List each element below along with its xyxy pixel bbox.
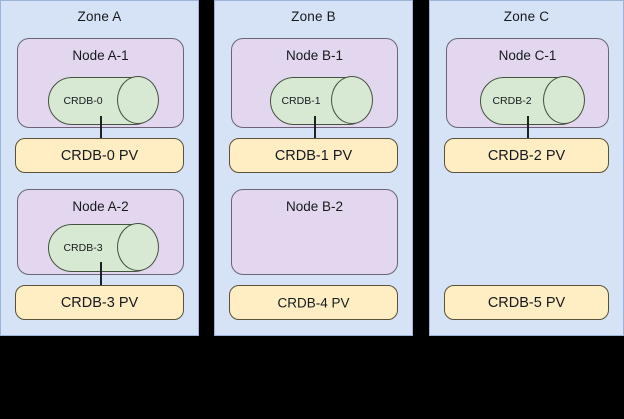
pv-crdb-2[interactable]: CRDB-2 PV	[444, 138, 609, 173]
pod-crdb-0[interactable]: CRDB-0	[48, 76, 159, 125]
node-a-1[interactable]: Node A-1 CRDB-0	[17, 38, 184, 128]
pv-crdb-3-label: CRDB-3 PV	[60, 294, 139, 311]
node-b-1-title: Node B-1	[285, 48, 344, 63]
node-c-1-title: Node C-1	[498, 48, 557, 63]
node-b-2[interactable]: Node B-2	[231, 189, 398, 275]
pv-crdb-1-label: CRDB-1 PV	[274, 147, 353, 164]
zone-b-title: Zone B	[291, 9, 336, 24]
pod-crdb-1-label: CRDB-1	[281, 95, 321, 107]
zone-b[interactable]: Zone B Node B-1 CRDB-1 CRDB-1 PV Node B-…	[214, 0, 413, 336]
pv-crdb-5[interactable]: CRDB-5 PV	[444, 285, 609, 320]
pv-crdb-3[interactable]: CRDB-3 PV	[15, 285, 184, 320]
pv-crdb-4[interactable]: CRDB-4 PV	[229, 285, 398, 320]
zone-a[interactable]: Zone A Node A-1 CRDB-0 CRDB-0 PV Node A-…	[0, 0, 199, 336]
pv-crdb-1[interactable]: CRDB-1 PV	[229, 138, 398, 173]
pod-crdb-0-label: CRDB-0	[63, 95, 103, 107]
connector-crdb-3	[100, 262, 102, 288]
pv-crdb-0-label: CRDB-0 PV	[60, 147, 139, 164]
pv-crdb-2-label: CRDB-2 PV	[487, 147, 566, 164]
pv-crdb-4-label: CRDB-4 PV	[277, 295, 350, 310]
node-c-1[interactable]: Node C-1 CRDB-2	[446, 38, 609, 128]
node-a-1-title: Node A-1	[72, 48, 129, 63]
zone-c-title: Zone C	[503, 9, 550, 24]
node-a-2[interactable]: Node A-2 CRDB-3	[17, 189, 184, 275]
pod-crdb-2-label: CRDB-2	[492, 95, 532, 107]
pod-crdb-2[interactable]: CRDB-2	[480, 76, 585, 125]
node-b-1[interactable]: Node B-1 CRDB-1	[231, 38, 398, 128]
pod-crdb-3-label: CRDB-3	[63, 242, 103, 254]
zone-a-title: Zone A	[77, 9, 122, 24]
node-b-2-title: Node B-2	[285, 199, 344, 214]
pod-crdb-3-cap	[117, 223, 159, 271]
pv-crdb-0[interactable]: CRDB-0 PV	[15, 138, 184, 173]
pod-crdb-3[interactable]: CRDB-3	[48, 223, 159, 272]
pod-crdb-0-cap	[117, 76, 159, 124]
zone-c[interactable]: Zone C Node C-1 CRDB-2 CRDB-2 PV CRDB-5 …	[429, 0, 624, 336]
pod-crdb-1[interactable]: CRDB-1	[270, 76, 373, 125]
pv-crdb-5-label: CRDB-5 PV	[487, 294, 566, 311]
connector-crdb-0	[100, 116, 102, 142]
node-a-2-title: Node A-2	[72, 199, 129, 214]
pod-crdb-2-cap	[543, 76, 585, 124]
pod-crdb-1-cap	[331, 76, 373, 124]
connector-crdb-1	[314, 116, 316, 142]
connector-crdb-2	[527, 116, 529, 142]
